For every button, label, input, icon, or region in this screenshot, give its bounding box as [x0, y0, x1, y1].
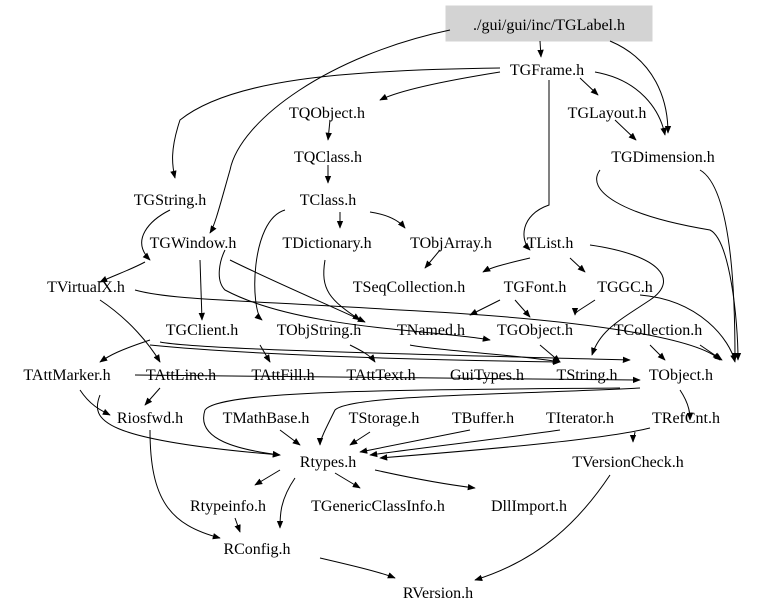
root-node-box [445, 5, 653, 42]
node-tgenericclassinfo[interactable]: TGenericClassInfo.h [311, 498, 445, 515]
node-rtypes[interactable]: Rtypes.h [300, 454, 356, 471]
node-tatttext[interactable]: TAttText.h [346, 367, 415, 384]
node-labels: ./gui/gui/inc/TGLabel.h TGFrame.h TQObje… [23, 17, 720, 602]
node-trefcnt[interactable]: TRefCnt.h [652, 410, 720, 427]
node-tvirtualx[interactable]: TVirtualX.h [47, 279, 125, 296]
node-tattline[interactable]: TAttLine.h [146, 367, 216, 384]
node-rconfig[interactable]: RConfig.h [223, 541, 290, 558]
node-tgfont[interactable]: TGFont.h [504, 279, 567, 296]
node-tggc[interactable]: TGGC.h [597, 279, 653, 296]
node-root[interactable]: ./gui/gui/inc/TGLabel.h [473, 17, 625, 34]
node-tgdimension[interactable]: TGDimension.h [611, 149, 715, 166]
node-tobjarray[interactable]: TObjArray.h [410, 235, 492, 252]
node-tlist[interactable]: TList.h [527, 235, 574, 252]
node-dllimport[interactable]: DllImport.h [491, 498, 567, 515]
node-tclass[interactable]: TClass.h [300, 192, 356, 209]
node-tdictionary[interactable]: TDictionary.h [282, 235, 371, 252]
node-rtypeinfo[interactable]: Rtypeinfo.h [190, 498, 266, 515]
node-tstring[interactable]: TString.h [557, 367, 618, 384]
node-tobjstring[interactable]: TObjString.h [277, 322, 362, 339]
node-rversion[interactable]: RVersion.h [403, 585, 473, 602]
node-tglayout[interactable]: TGLayout.h [568, 105, 647, 122]
node-tgwindow[interactable]: TGWindow.h [150, 235, 237, 252]
node-tgobject[interactable]: TGObject.h [497, 322, 573, 339]
node-tnamed[interactable]: TNamed.h [397, 322, 465, 339]
node-titerator[interactable]: TIterator.h [546, 410, 614, 427]
node-tbuffer[interactable]: TBuffer.h [452, 410, 514, 427]
node-tcollection[interactable]: TCollection.h [614, 322, 702, 339]
node-riosfwd[interactable]: Riosfwd.h [117, 410, 183, 427]
node-tversioncheck[interactable]: TVersionCheck.h [572, 454, 684, 471]
node-tattfill[interactable]: TAttFill.h [251, 367, 314, 384]
node-tqobject[interactable]: TQObject.h [289, 105, 365, 122]
node-tgstring[interactable]: TGString.h [134, 192, 206, 209]
edges [79, 29, 742, 581]
node-tqclass[interactable]: TQClass.h [294, 149, 362, 166]
node-guitypes[interactable]: GuiTypes.h [450, 367, 524, 384]
node-tgclient[interactable]: TGClient.h [166, 322, 238, 339]
node-tstorage[interactable]: TStorage.h [349, 410, 420, 427]
node-tseqcollection[interactable]: TSeqCollection.h [353, 279, 465, 296]
node-tattmarker[interactable]: TAttMarker.h [23, 367, 110, 384]
node-tmathbase[interactable]: TMathBase.h [223, 410, 310, 427]
node-tgframe[interactable]: TGFrame.h [510, 62, 584, 79]
node-tobject[interactable]: TObject.h [649, 367, 713, 384]
